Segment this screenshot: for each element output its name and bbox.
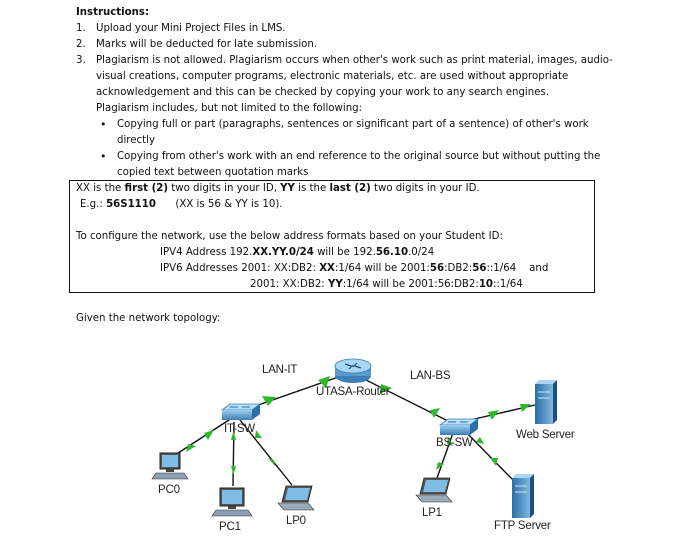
topology-caption: Given the network topology:: [76, 313, 221, 324]
label-ftp-server: FTP Server: [494, 520, 551, 532]
arrow-icon: [488, 410, 499, 420]
link-router-bssw: [361, 377, 453, 424]
server-icon-ftp: [512, 474, 534, 518]
arrow-icon: [490, 458, 498, 466]
arrow-icon: [262, 396, 276, 406]
ipv4-format: IPV4 Address 192.XX.YY.0/24 will be 192.…: [160, 247, 435, 258]
router-icon: [334, 358, 372, 383]
instruction-text-2: Marks will be deducted for late submissi…: [96, 39, 318, 50]
id-explanation: XX is the first (2) two digits in your I…: [76, 183, 480, 194]
label-router: UTASA-Router: [316, 386, 390, 398]
instruction-item-1: 1.: [76, 23, 86, 34]
bullet-1-line-1: Copying full or part (paragraphs, senten…: [117, 119, 589, 130]
arrow-icon: [318, 376, 330, 388]
bullet-icon: •: [100, 118, 107, 131]
arrow-icon: [255, 430, 262, 438]
pc-icon-pc0: [151, 452, 189, 480]
instruction-text-3-line-3: acknowledgement and this can be checked …: [96, 87, 550, 98]
instructions-heading: Instructions:: [76, 7, 150, 18]
label-lp0: LP0: [286, 515, 306, 527]
label-pc1: PC1: [219, 521, 241, 533]
label-bs-sw: BS-SW: [436, 437, 473, 449]
pc-icon-pc1: [211, 487, 253, 517]
switch-icon-it: [220, 403, 262, 420]
ipv6-format-2: 2001: XX:DB2: YY:1/64 will be 2001:56:DB…: [250, 279, 523, 290]
label-it-sw: IT-SW: [224, 423, 255, 435]
instruction-text-3-line-2: visual creations, computer programs, ele…: [96, 71, 569, 82]
link-bssw-lp1: [436, 429, 455, 479]
arrow-icon: [476, 437, 484, 444]
label-lp1: LP1: [422, 507, 442, 519]
label-web-server: Web Server: [516, 429, 575, 441]
item-number: 1.: [76, 23, 86, 34]
arrow-icon: [231, 431, 236, 440]
switch-icon-bs: [438, 418, 480, 435]
id-example: E.g.: 56S1110 (XX is 56 & YY is 10).: [80, 199, 283, 210]
instruction-text-1: Upload your Mini Project Files in LMS.: [96, 23, 286, 34]
arrow-icon: [447, 437, 453, 446]
bullet-icon: •: [100, 150, 107, 163]
instruction-text-3-line-1: Plagiarism is not allowed. Plagiarism oc…: [96, 55, 613, 66]
arrow-icon: [520, 404, 531, 412]
server-icon-web: [535, 380, 557, 424]
plagiarism-includes: Plagiarism includes, but not limited to …: [96, 103, 363, 114]
label-lan-bs: LAN-BS: [410, 370, 451, 382]
address-info-box: [69, 180, 595, 293]
arrow-icon: [204, 430, 214, 440]
configure-instruction: To configure the network, use the below …: [76, 231, 503, 242]
bullet-1-line-2: directly: [117, 135, 155, 146]
label-pc0: PC0: [158, 484, 180, 496]
bullet-2-line-2: copied text between quotation marks: [117, 167, 309, 178]
arrow-icon: [186, 444, 196, 452]
instruction-item-3: 3.: [76, 55, 86, 66]
ipv6-format-1: IPV6 Addresses 2001: XX:DB2: XX:1/64 wil…: [160, 263, 549, 274]
link-status-arrows: [186, 376, 531, 475]
arrow-icon: [268, 458, 275, 466]
arrow-icon: [430, 408, 440, 418]
arrow-icon: [231, 466, 236, 475]
bullet-2-line-1: Copying from other's work with an end re…: [117, 151, 601, 162]
arrow-icon: [436, 462, 444, 470]
instruction-item-2: 2.: [76, 39, 86, 50]
laptop-icon-lp1: [415, 477, 453, 503]
link-itsw-pc0: [171, 417, 233, 458]
label-lan-it: LAN-IT: [262, 364, 298, 376]
link-bssw-ftp: [461, 427, 513, 480]
link-itsw-lp0: [239, 419, 293, 486]
laptop-icon-lp0: [277, 485, 315, 511]
arrow-icon: [380, 384, 392, 394]
